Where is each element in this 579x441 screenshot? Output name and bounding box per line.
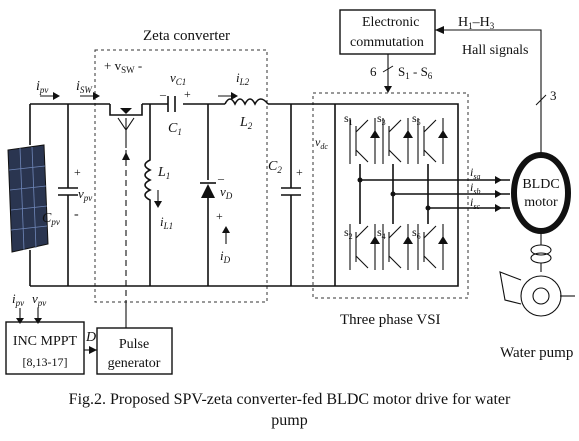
water-pump-label: Water pump <box>500 345 573 361</box>
il2-label: iL2 <box>236 70 250 87</box>
hall-signals-label: Hall signals <box>462 43 529 58</box>
cpv-minus: - <box>74 207 79 222</box>
zeta-switch-icon <box>109 104 143 300</box>
vsi-box <box>312 92 469 299</box>
gate-count-label: 6 <box>370 64 377 79</box>
cpv-plus: + <box>74 165 81 179</box>
vd-minus: + <box>216 209 223 223</box>
hall-count-label: 3 <box>550 88 557 103</box>
id-label: iD <box>220 248 231 265</box>
isa-label: isa <box>470 165 480 181</box>
vsi-rails <box>334 103 459 287</box>
s5-label: s5 <box>412 111 421 127</box>
caption-line-1: Fig.2. Proposed SPV-zeta converter-fed B… <box>68 391 511 408</box>
vc1-label: vC1 <box>170 70 186 87</box>
s4-label: s4 <box>377 225 386 241</box>
mppt-vpv-label: vpv <box>32 291 46 308</box>
cpv-label: Cpv <box>42 211 60 227</box>
c2-plus: + <box>296 165 303 179</box>
isb-label: isb <box>470 180 480 196</box>
zeta-converter-box <box>94 49 268 303</box>
l1-label: L1 <box>157 165 170 181</box>
electronic-label: Electronic <box>362 15 420 30</box>
c2-capacitor <box>281 104 301 286</box>
ipv-label: ipv <box>36 79 48 95</box>
zeta-converter-label: Zeta converter <box>143 28 230 44</box>
vpv-label: vpv <box>78 186 92 203</box>
cpv-capacitor <box>58 104 78 286</box>
commutation-label: commutation <box>350 35 424 50</box>
l1-inductor <box>144 104 152 286</box>
pulse-label: Pulse <box>119 337 149 352</box>
bldc-label: BLDC <box>522 177 559 192</box>
pulse-generator-box <box>96 327 173 375</box>
l2-inductor <box>224 98 269 106</box>
switch-range-label: S1 - S6 <box>398 64 433 81</box>
s1-label: s1 <box>344 111 353 127</box>
solar-panel-icon <box>7 144 49 253</box>
vd-label: vD <box>220 184 233 201</box>
motor-label: motor <box>524 195 558 210</box>
annotation-arrows <box>40 92 502 244</box>
c2-label: C2 <box>268 159 282 175</box>
circuit-schematic: Zeta converter Electronic commutation H1… <box>5 9 575 375</box>
c1-plus: + <box>184 87 191 101</box>
c1-capacitor <box>167 96 176 112</box>
inc-mppt-label: INC MPPT <box>13 334 78 349</box>
vd-plus: – <box>217 171 225 185</box>
bldc-motor-icon <box>511 152 571 234</box>
isw-label: iSW <box>76 79 93 95</box>
s3-label: s3 <box>377 111 386 127</box>
generator-label: generator <box>108 356 161 371</box>
water-pump-icon <box>499 231 575 317</box>
l2-label: L2 <box>239 115 253 131</box>
igbt-switch-icons <box>349 118 448 270</box>
duty-label: D <box>85 330 96 345</box>
electronic-commutation-box <box>339 9 436 55</box>
hall-h-label: H1–H3 <box>458 15 495 31</box>
s6-label: s6 <box>412 225 421 241</box>
vsw-label: + vSW - <box>104 58 142 75</box>
c1-label: C1 <box>168 121 182 137</box>
isc-label: isc <box>470 195 480 211</box>
inc-mppt-box <box>5 321 85 375</box>
three-phase-vsi-label: Three phase VSI <box>340 312 441 328</box>
vdc-label: vdc <box>315 135 328 151</box>
il1-label: iL1 <box>160 214 173 231</box>
figure-caption: Fig.2. Proposed SPV-zeta converter-fed B… <box>0 389 579 431</box>
mppt-ref-label: [8,13-17] <box>23 355 68 369</box>
c1-minus: – <box>159 87 167 101</box>
diode-icon <box>200 104 216 286</box>
caption-line-2: pump <box>271 412 308 429</box>
s2-label: s2 <box>344 225 353 241</box>
hall-feedback-wire <box>435 29 542 155</box>
mppt-ipv-label: ipv <box>12 291 24 308</box>
